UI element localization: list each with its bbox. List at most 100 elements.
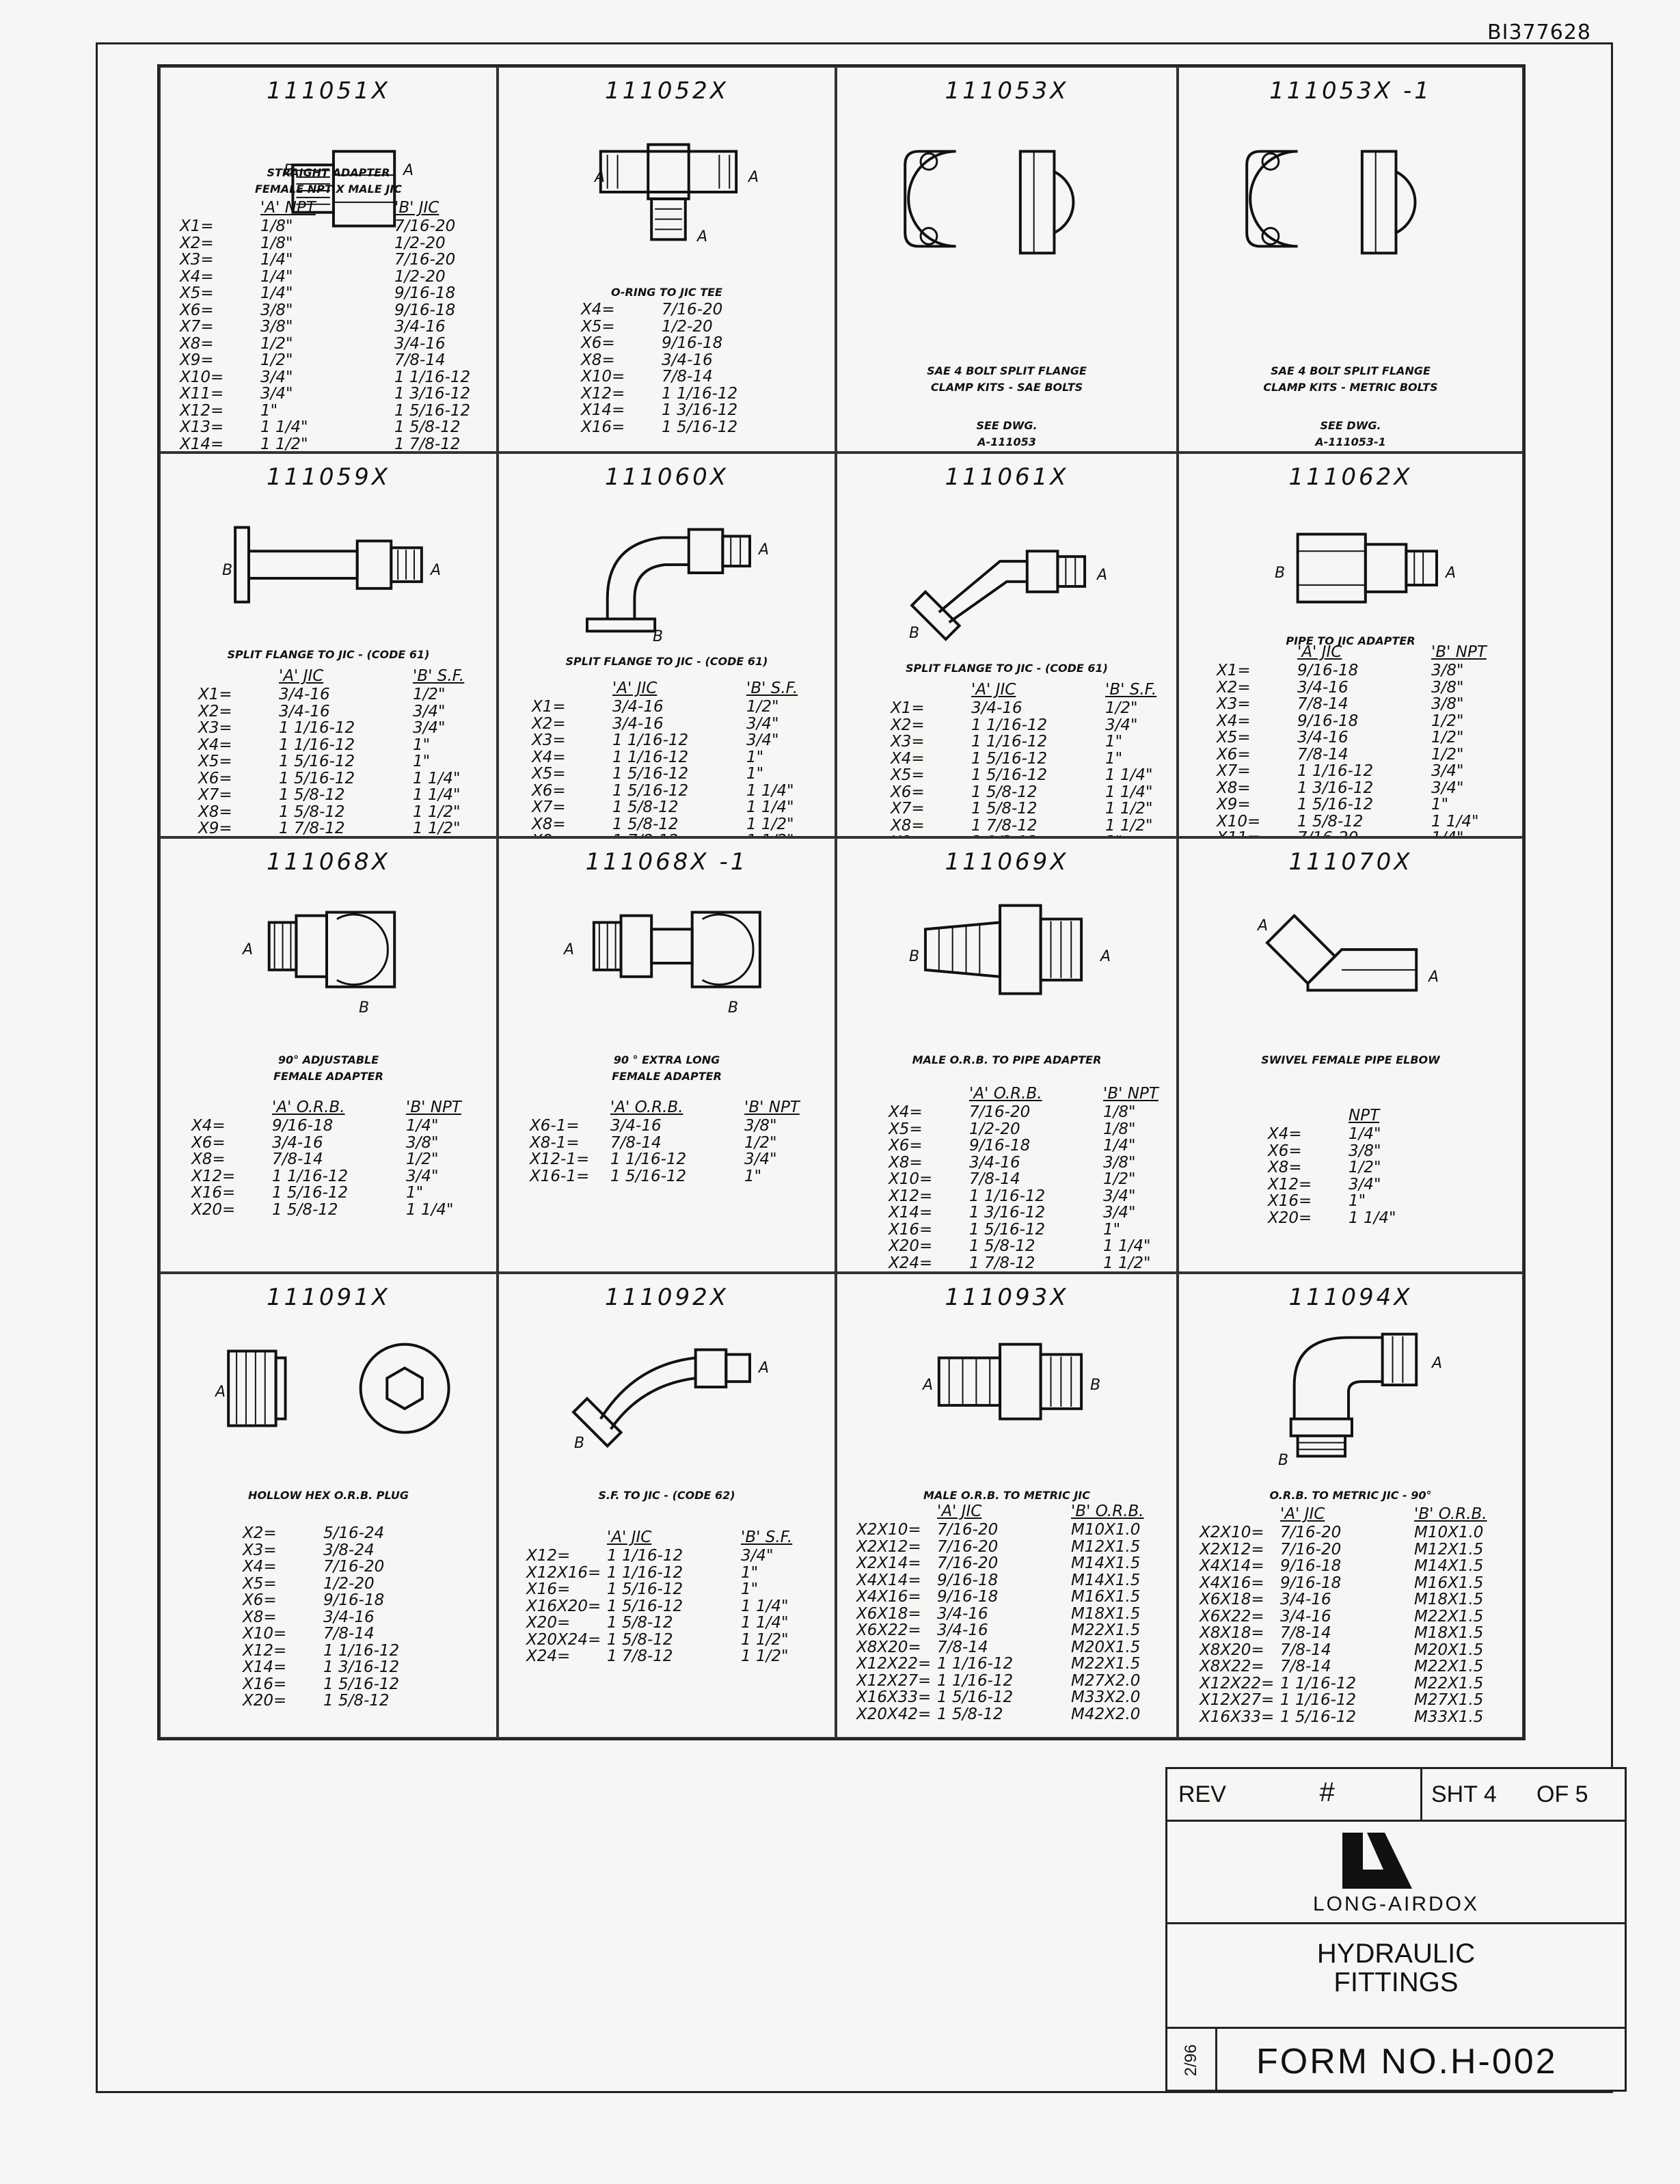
fitting-description: O-RING TO JIC TEE xyxy=(499,284,835,301)
size-b: M14X1.5 xyxy=(1071,1571,1141,1589)
table-header-row: 'A' JIC'B' O.R.B. xyxy=(856,1502,1144,1522)
column-header: 'A' JIC xyxy=(971,681,1016,699)
size-b: 1 5/16-12 xyxy=(394,401,471,420)
dash-number: X14= xyxy=(180,435,224,453)
size-b: 1/4" xyxy=(1431,830,1487,836)
size-b: 1/2" xyxy=(1103,1170,1136,1188)
size-b: 1 1/4" xyxy=(746,781,794,800)
size-a: 3/4-16 xyxy=(1297,678,1349,697)
dash-number: X12-1= xyxy=(530,1150,590,1168)
dash-number: X9= xyxy=(532,833,612,836)
size-a: 1 1/16-12 xyxy=(1280,1674,1357,1693)
drawing-label: A xyxy=(403,162,414,179)
column-header: 'A' NPT xyxy=(260,199,316,217)
size-a: 7/8-14 xyxy=(1280,1641,1331,1659)
dash-number: X8= xyxy=(243,1608,277,1626)
size-b: 1 1/2" xyxy=(413,803,461,821)
column-header: 'A' JIC xyxy=(279,667,324,685)
dash-number: X12= xyxy=(243,1641,287,1660)
column-header xyxy=(889,1085,969,1104)
dash-number: X3= xyxy=(1217,695,1251,713)
size-b: 1 1/4" xyxy=(413,769,461,787)
table-header-row: 'A' JIC'B' NPT xyxy=(1217,643,1487,662)
size-a: 1 1/16-12 xyxy=(272,1167,349,1185)
drawing-label: B xyxy=(728,999,739,1016)
size-b: 1 5/8-12 xyxy=(394,418,461,436)
size-b: 3/4" xyxy=(406,1167,439,1185)
drawing-label: B xyxy=(284,162,295,179)
drawing-label: A xyxy=(431,562,442,579)
size-a: 3/8" xyxy=(1349,1142,1381,1160)
dash-number: X6= xyxy=(581,334,615,352)
size-a: 7/8-14 xyxy=(662,368,713,386)
dash-number: X12= xyxy=(1268,1175,1312,1194)
dash-number: X4= xyxy=(891,749,925,768)
dash-number: X6= xyxy=(891,783,925,801)
dash-number: X8= xyxy=(180,334,214,353)
size-a: 1 5/8-12 xyxy=(971,800,1038,818)
size-b: 1 1/2" xyxy=(1103,1254,1151,1272)
size-b: M20X1.5 xyxy=(1414,1641,1484,1659)
dash-number: X14= xyxy=(889,1204,933,1222)
size-a: 3/4-16 xyxy=(1297,729,1349,746)
size-a: 1 3/16-12 xyxy=(1297,779,1374,797)
dash-number: X8-1= xyxy=(530,1133,580,1152)
fitting-drawing-icon xyxy=(837,110,1176,267)
dash-number: X9= xyxy=(1217,796,1251,813)
size-a: 1 5/8-12 xyxy=(279,803,345,821)
drawing-label: B xyxy=(909,625,920,642)
note-line: A-111053-1 xyxy=(1315,435,1386,448)
size-a: 1 5/8-12 xyxy=(1297,812,1364,831)
size-a: 7/16-20 xyxy=(1280,1540,1342,1559)
size-a: 1 1/16-12 xyxy=(1297,762,1374,780)
size-b: 3/8" xyxy=(1431,678,1464,697)
dash-number: X1= xyxy=(1217,662,1251,679)
dash-number: X13= xyxy=(180,418,224,436)
dash-number: X8X20= xyxy=(1200,1641,1264,1659)
dash-number: X7= xyxy=(1217,762,1251,780)
size-a: 9/16-18 xyxy=(969,1137,1031,1155)
size-a: 1 1/2" xyxy=(260,435,308,453)
size-a: 7/16-20 xyxy=(969,1103,1031,1121)
part-number: 111060X xyxy=(604,463,729,491)
size-a: 9/16-18 xyxy=(1297,662,1359,679)
part-number: 111068X -1 xyxy=(585,848,748,876)
size-a: 3/4-16 xyxy=(937,1621,988,1639)
dash-number: X5= xyxy=(889,1120,923,1138)
note-line: A-111053 xyxy=(977,435,1036,448)
size-a: 3/4-16 xyxy=(323,1608,375,1626)
fitting-drawing-icon xyxy=(161,1317,496,1474)
dash-number: X10= xyxy=(180,368,224,386)
dash-number: X10= xyxy=(889,1170,933,1188)
column-header: 'B' NPT xyxy=(406,1098,461,1116)
size-b: M33X1.5 xyxy=(1414,1708,1484,1726)
size-a: 1 1/16-12 xyxy=(612,731,689,749)
description-line: O.R.B. TO METRIC JIC - 90° xyxy=(1269,1489,1432,1502)
size-a: 1 5/16-12 xyxy=(612,765,689,783)
size-b: 3/4" xyxy=(1431,762,1464,780)
sheet-border xyxy=(96,42,1613,2093)
drawing-label: A xyxy=(595,169,606,186)
dash-number: X24= xyxy=(526,1647,571,1665)
part-number: 111069X xyxy=(945,848,1069,876)
size-b: 3/4" xyxy=(413,719,446,737)
dash-number: X20= xyxy=(1268,1209,1312,1227)
description-line: O-RING TO JIC TEE xyxy=(611,286,722,299)
size-b: M16X1.5 xyxy=(1071,1588,1141,1606)
fitting-drawing-icon xyxy=(161,110,496,267)
size-a: 1 5/8-12 xyxy=(607,1630,673,1649)
sheet-number: SHT 4 xyxy=(1431,1781,1497,1807)
